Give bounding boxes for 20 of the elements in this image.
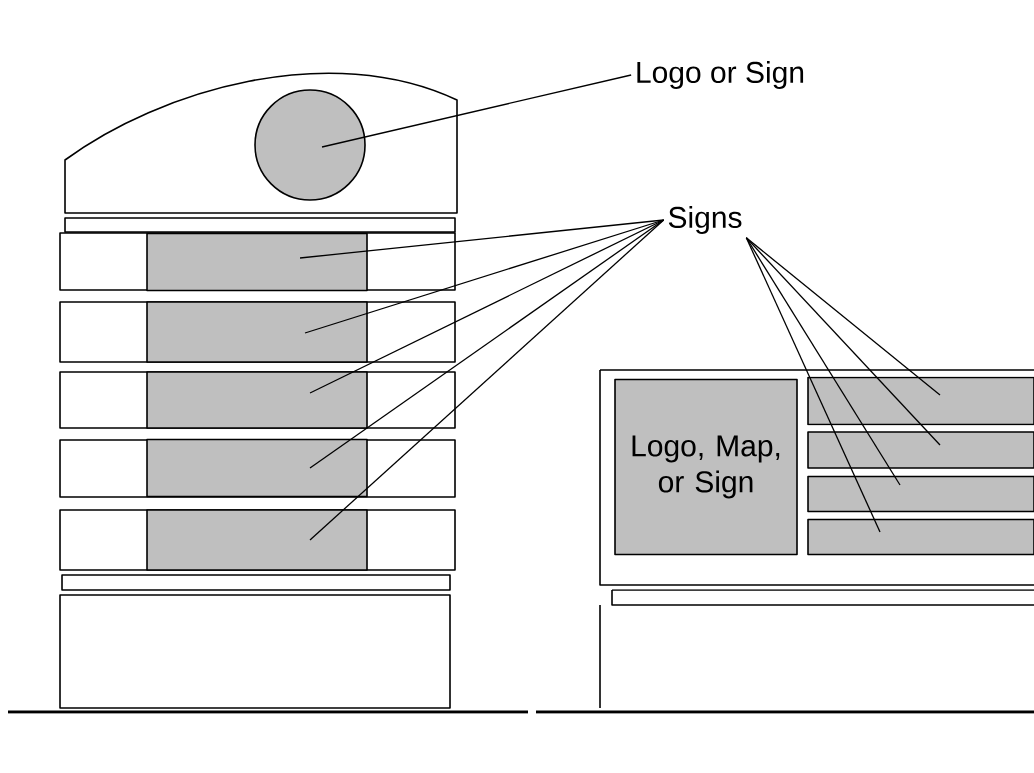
sign-panel	[807, 376, 1034, 426]
callout-text: Signs	[668, 206, 742, 234]
callout-text: Logo or Sign	[637, 61, 804, 89]
sign-panel: Logo, Map, or Sign	[614, 378, 798, 556]
leader-line	[299, 219, 665, 259]
leader-line	[321, 74, 632, 148]
sign-panel	[146, 371, 368, 429]
round-sign	[254, 89, 366, 201]
sign-panel	[807, 431, 1034, 469]
sign-panel	[146, 509, 368, 571]
sign-panel	[146, 232, 368, 292]
leader-line	[745, 237, 901, 486]
leader-line	[309, 219, 665, 541]
leader-line	[745, 237, 881, 533]
sign-panel	[146, 438, 368, 498]
leader-line	[304, 219, 665, 334]
sign-panel	[807, 518, 1034, 556]
sign-panel	[807, 475, 1034, 513]
sign-panel	[146, 301, 368, 363]
leader-line	[745, 237, 941, 446]
